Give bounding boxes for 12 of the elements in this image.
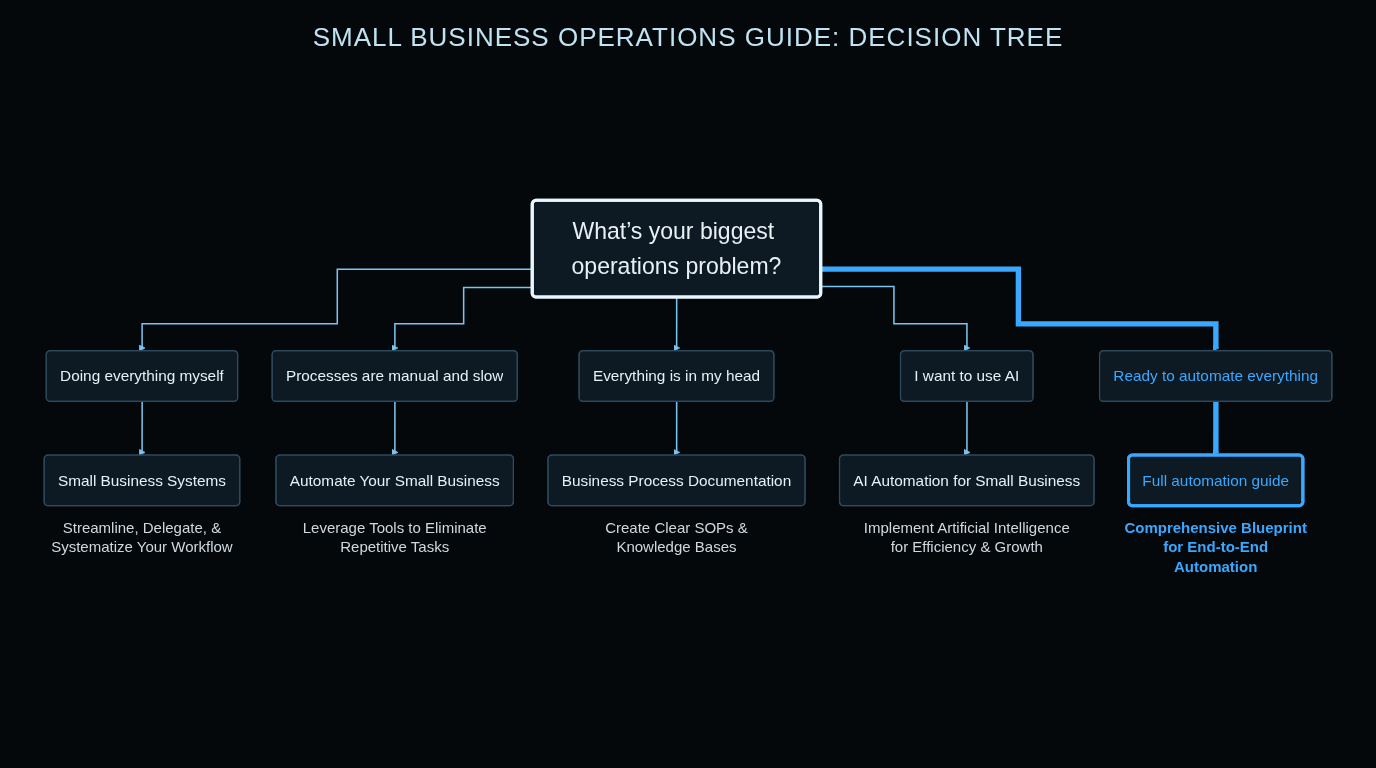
arrow <box>138 400 146 456</box>
node-caption: Streamline, Delegate, & Systematize Your Workflow <box>50 517 234 557</box>
arrow <box>391 400 399 456</box>
node-caption: Leverage Tools to Eliminate Repetitive Tasks <box>301 517 488 557</box>
node-caption: Comprehensive Blueprint for End-to-End Automation <box>1123 517 1308 577</box>
diagram-title: SMALL BUSINESS OPERATIONS GUIDE: DECISION TREE <box>311 21 1065 54</box>
arrow <box>673 296 681 352</box>
node-caption: Create Clear SOPs & Knowledge Bases <box>604 517 749 557</box>
arrow <box>821 266 1220 352</box>
arrow <box>963 400 971 456</box>
arrow <box>673 400 681 456</box>
node-caption: Implement Artificial Intelligence for Efficiency & Growth <box>862 517 1071 557</box>
